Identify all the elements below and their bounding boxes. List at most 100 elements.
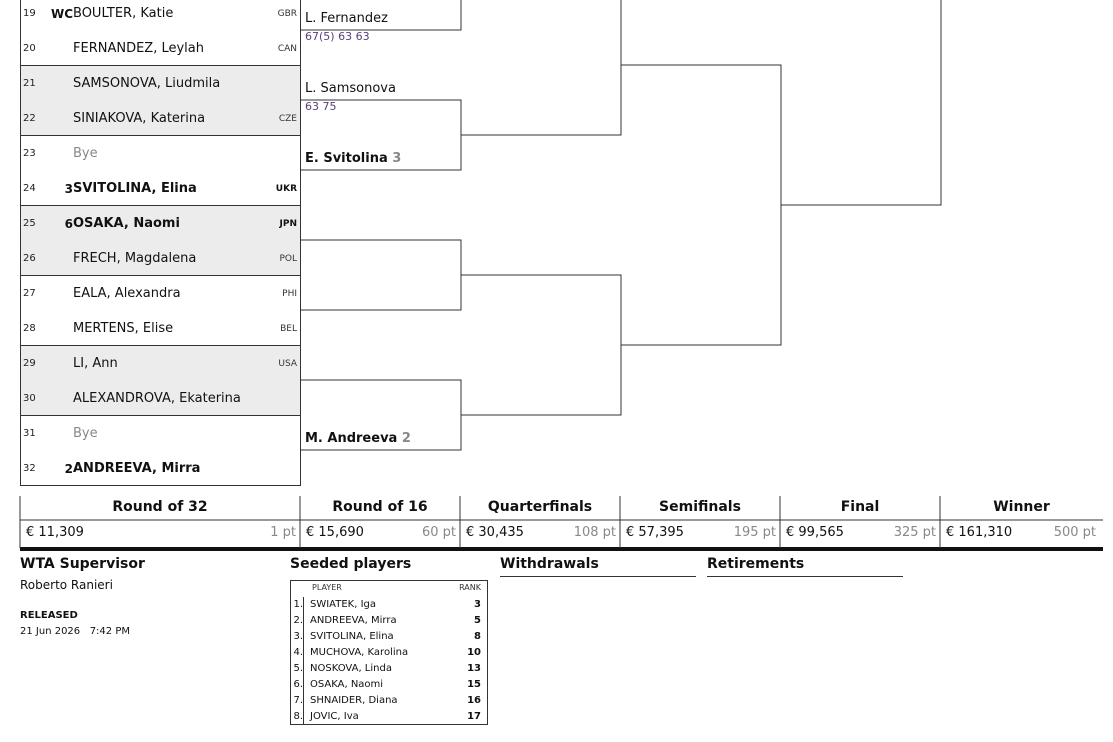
draw-position: 29 <box>23 358 36 369</box>
seeded-player-name: SHNAIDER, Diana <box>310 695 398 706</box>
seeded-player-rank: 8 <box>474 631 481 642</box>
nationality: UKR <box>275 184 297 194</box>
draw-row: 28 MERTENS, Elise BEL <box>20 311 301 346</box>
nationality: USA <box>278 359 297 369</box>
draw-position: 30 <box>23 393 36 404</box>
prize-money: € 161,310 <box>946 525 1013 540</box>
r16-winner: E. Svitolina 3 <box>305 151 402 166</box>
prize-money: € 11,309 <box>26 525 84 540</box>
match-score: 67(5) 63 63 <box>305 30 370 43</box>
seeded-player-name: MUCHOVA, Karolina <box>310 647 409 658</box>
r16-winner: M. Andreeva 2 <box>305 431 411 446</box>
ranking-points: 195 pt <box>733 525 776 540</box>
seeded-player-row: 1. SWIATEK, Iga 3 <box>291 597 487 613</box>
player-column-header: PLAYER <box>312 583 342 592</box>
seeded-player-rank: 16 <box>467 695 481 706</box>
r16-winner: L. Fernandez <box>305 11 388 26</box>
round-header: Final <box>840 499 880 515</box>
seeded-player-name: OSAKA, Naomi <box>310 679 384 690</box>
seed-number: 3. <box>291 629 304 645</box>
player-name: OSAKA, Naomi <box>73 216 180 231</box>
draw-position: 31 <box>23 428 36 439</box>
player-name: MERTENS, Elise <box>73 321 174 336</box>
player-name: ALEXANDROVA, Ekaterina <box>73 391 241 406</box>
seed-entry: 6 <box>64 217 73 231</box>
seed-number: 1. <box>291 597 304 613</box>
seeded-title: Seeded players <box>290 556 412 572</box>
draw-row: 29 LI, Ann USA <box>20 346 301 381</box>
seed-number: 8. <box>291 709 304 725</box>
player-name: Bye <box>73 146 98 161</box>
seeded-player-row: 3. SVITOLINA, Elina 8 <box>291 629 487 645</box>
match-score: 63 75 <box>305 100 337 113</box>
r16-winner: L. Samsonova <box>305 81 396 96</box>
prize-money: € 57,395 <box>626 525 684 540</box>
seeded-player-name: SVITOLINA, Elina <box>310 631 394 642</box>
rank-column-header: RANK <box>459 583 481 592</box>
ranking-points: 325 pt <box>893 525 936 540</box>
player-name: FRECH, Magdalena <box>73 251 197 266</box>
round-header: Quarterfinals <box>487 499 593 515</box>
player-name: LI, Ann <box>73 356 118 371</box>
draw-position: 20 <box>23 43 36 54</box>
player-name: ANDREEVA, Mirra <box>73 461 201 476</box>
nationality: JPN <box>279 219 297 229</box>
seeded-player-rank: 17 <box>467 711 481 722</box>
seed-number: 5. <box>291 661 304 677</box>
seeded-player-name: NOSKOVA, Linda <box>310 663 392 674</box>
release-label: RELEASED <box>20 610 78 621</box>
ranking-points: 60 pt <box>421 525 456 540</box>
round-header: Round of 16 <box>332 499 428 515</box>
ranking-points: 108 pt <box>573 525 616 540</box>
draw-position: 23 <box>23 148 36 159</box>
seeded-player-row: 7. SHNAIDER, Diana 16 <box>291 693 487 709</box>
seeded-player-rank: 5 <box>474 615 481 626</box>
nationality: CZE <box>278 114 297 124</box>
seed-entry: WC <box>50 7 73 21</box>
seeded-player-row: 6. OSAKA, Naomi 15 <box>291 677 487 693</box>
seed-number: 6. <box>291 677 304 693</box>
draw-row: 30 ALEXANDROVA, Ekaterina <box>20 381 301 416</box>
draw-position: 22 <box>23 113 36 124</box>
seeded-player-rank: 3 <box>474 599 481 610</box>
draw-row: 22 SINIAKOVA, Katerina CZE <box>20 101 301 136</box>
ranking-points: 1 pt <box>270 525 296 540</box>
draw-position: 26 <box>23 253 36 264</box>
release-datetime: 21 Jun 2026 7:42 PM <box>20 626 130 637</box>
player-name: SINIAKOVA, Katerina <box>73 111 206 126</box>
seeded-player-rank: 10 <box>467 647 481 658</box>
seeded-player-name: ANDREEVA, Mirra <box>310 615 397 626</box>
withdrawals-section: Withdrawals <box>500 556 696 577</box>
draw-position: 28 <box>23 323 36 334</box>
ranking-points: 500 pt <box>1053 525 1096 540</box>
player-name: SAMSONOVA, Liudmila <box>73 76 221 91</box>
retirements-section: Retirements <box>707 556 903 577</box>
withdrawals-title: Withdrawals <box>500 556 599 572</box>
prize-money: € 30,435 <box>466 525 524 540</box>
nationality: PHI <box>282 289 297 299</box>
supervisor-name: Roberto Ranieri <box>20 578 113 592</box>
supervisor-title: WTA Supervisor <box>20 556 145 572</box>
seeded-player-rank: 13 <box>467 663 481 674</box>
seeded-player-name: JOVIC, Iva <box>310 711 359 722</box>
player-name: SVITOLINA, Elina <box>73 181 197 196</box>
seed-number: 7. <box>291 693 304 709</box>
seeded-player-name: SWIATEK, Iga <box>310 599 377 610</box>
round-header: Round of 32 <box>112 499 208 515</box>
seeded-player-row: 5. NOSKOVA, Linda 13 <box>291 661 487 677</box>
seed-entry: 3 <box>64 182 73 196</box>
player-name: EALA, Alexandra <box>73 286 181 301</box>
draw-position: 27 <box>23 288 36 299</box>
seeded-player-row: 2. ANDREEVA, Mirra 5 <box>291 613 487 629</box>
seed-entry: 2 <box>64 462 73 476</box>
seed-number: 2. <box>291 613 304 629</box>
nationality: BEL <box>280 324 297 334</box>
player-name: FERNANDEZ, Leylah <box>73 41 204 56</box>
seeded-player-rank: 15 <box>467 679 481 690</box>
